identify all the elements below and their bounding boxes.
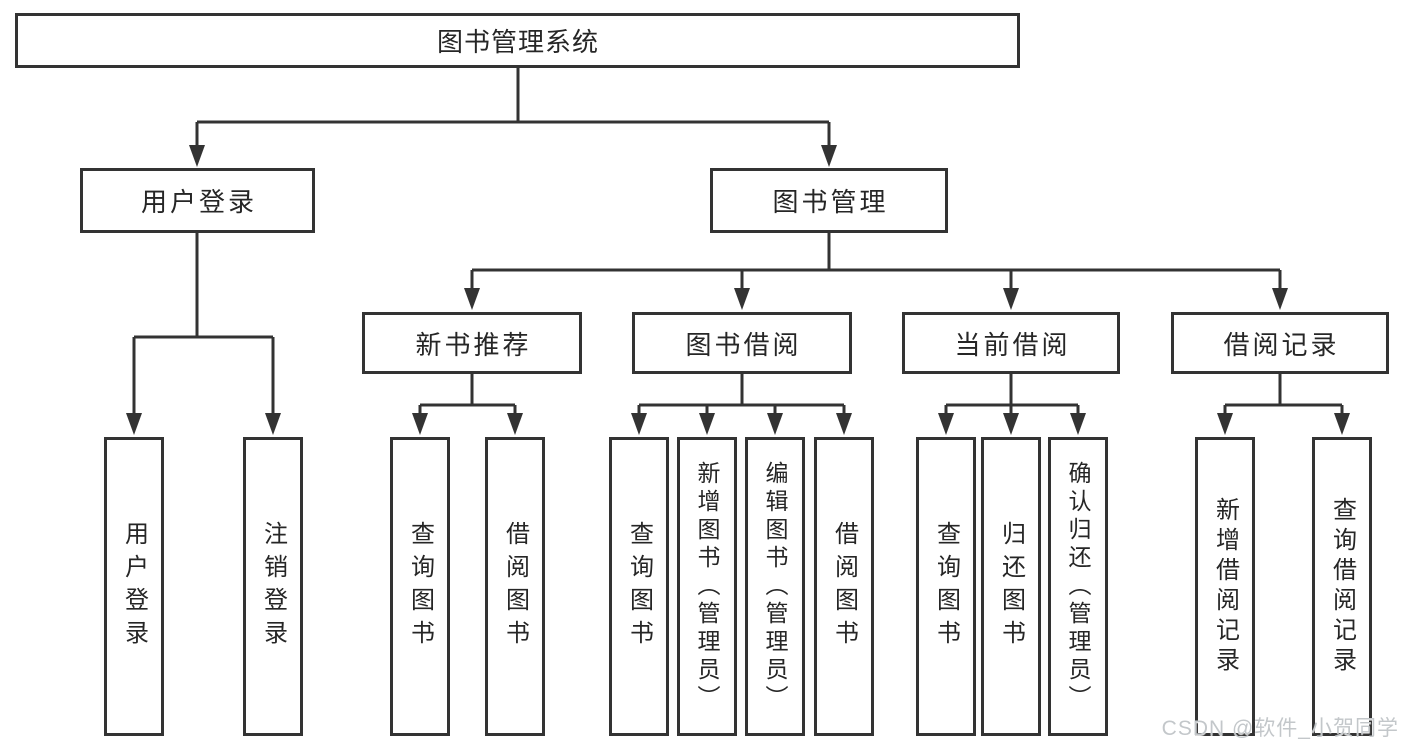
node-book-borrowing: 图书借阅 [632, 312, 852, 374]
leaf-user-login: 用户登录 [104, 437, 164, 736]
leaf-borrow-books-borrow: 借阅图书 [814, 437, 874, 736]
node-label: 图书管理 [772, 187, 889, 217]
leaf-confirm-return-admin: 确认归还（管理员） [1048, 437, 1108, 736]
leaf-query-books-borrow: 查询图书 [609, 437, 669, 736]
leaf-add-books-admin: 新增图书（管理员） [677, 437, 737, 736]
node-label: 当前借阅 [954, 329, 1071, 360]
node-borrow-records: 借阅记录 [1171, 312, 1389, 374]
leaf-borrow-books-newrec: 借阅图书 [485, 437, 545, 736]
node-label: 归还图书 [997, 520, 1025, 653]
leaf-return-books: 归还图书 [981, 437, 1041, 736]
leaf-edit-books-admin: 编辑图书（管理员） [745, 437, 805, 736]
node-label: 查询图书 [625, 520, 653, 653]
node-label: 确认归还（管理员） [1065, 460, 1091, 713]
node-library-management-system: 图书管理系统 [15, 13, 1020, 68]
leaf-logout: 注销登录 [243, 437, 303, 736]
leaf-query-books-newrec: 查询图书 [390, 437, 450, 736]
node-label: 查询图书 [406, 520, 434, 653]
arrowheads [126, 145, 1350, 435]
node-label: 借阅图书 [501, 520, 529, 653]
leaf-query-borrow-record: 查询借阅记录 [1312, 437, 1372, 736]
leaf-query-books-current: 查询图书 [916, 437, 976, 736]
node-new-book-recommend: 新书推荐 [362, 312, 582, 374]
node-label: 借阅记录 [1223, 329, 1340, 360]
node-book-management: 图书管理 [710, 168, 948, 233]
node-label: 新增图书（管理员） [694, 460, 720, 713]
node-label: 图书借阅 [685, 329, 802, 360]
node-label: 图书管理系统 [436, 27, 599, 57]
node-label: 用户登录 [120, 520, 148, 653]
watermark-csdn: CSDN @软件_小贺同学 [1161, 717, 1399, 740]
node-label: 注销登录 [259, 520, 287, 653]
node-current-borrowing: 当前借阅 [902, 312, 1120, 374]
node-label: 查询借阅记录 [1328, 496, 1356, 677]
node-label: 借阅图书 [830, 520, 858, 653]
leaf-add-borrow-record: 新增借阅记录 [1195, 437, 1255, 736]
node-label: 新书推荐 [415, 329, 532, 360]
node-label: 新增借阅记录 [1211, 496, 1239, 677]
node-user-login: 用户登录 [80, 168, 315, 233]
node-label: 编辑图书（管理员） [762, 460, 788, 713]
node-label: 查询图书 [932, 520, 960, 653]
node-label: 用户登录 [140, 187, 257, 217]
